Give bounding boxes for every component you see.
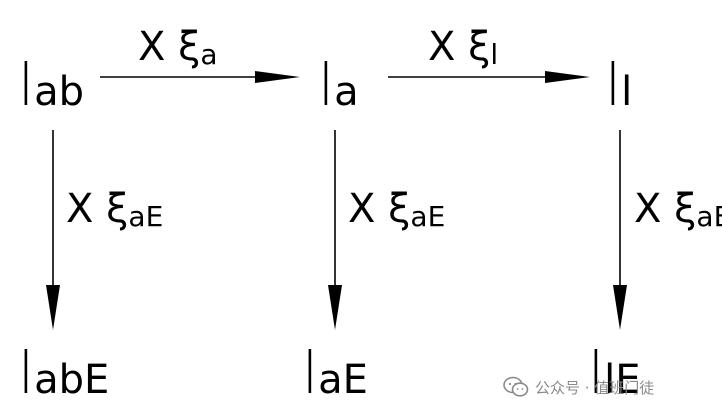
node-la-sub: a xyxy=(334,69,359,115)
operator-v3: X ξaE xyxy=(634,186,722,233)
node-lab: lab xyxy=(18,51,84,119)
node-labE-sub: abE xyxy=(34,357,109,403)
node-lab-main: l xyxy=(18,51,34,119)
node-llE-sub: lE xyxy=(604,357,640,403)
operator-v3-sub: aE xyxy=(696,200,722,233)
node-laE: laE xyxy=(302,339,368,407)
node-ll: ll xyxy=(605,51,632,119)
node-laE-sub: aE xyxy=(318,357,368,403)
wechat-icon xyxy=(503,376,529,397)
operator-h1: X ξa xyxy=(138,24,218,71)
operator-v2-sub: aE xyxy=(410,200,445,233)
operator-h2: X ξl xyxy=(428,24,498,71)
arrow-la-to-laE xyxy=(328,130,342,330)
operator-v1-symbol: X ξ xyxy=(66,186,128,232)
operator-h2-symbol: X ξ xyxy=(428,24,490,70)
operator-h2-sub: l xyxy=(490,38,498,71)
node-lab-sub: ab xyxy=(34,69,84,115)
operator-v1-sub: aE xyxy=(128,200,163,233)
node-ll-sub: l xyxy=(621,69,632,115)
operator-v2: X ξaE xyxy=(348,186,445,233)
node-labE-main: l xyxy=(18,339,34,407)
arrow-la-to-ll xyxy=(388,71,590,83)
arrow-lab-to-labE xyxy=(46,130,60,330)
arrow-ll-to-llE xyxy=(613,130,627,330)
watermark-text: 公众号 · 值班门徒 xyxy=(535,378,655,397)
operator-h1-symbol: X ξ xyxy=(138,24,200,70)
watermark: 公众号 · 值班门徒 xyxy=(503,372,654,402)
node-laE-main: l xyxy=(302,339,318,407)
node-ll-main: l xyxy=(605,51,621,119)
node-labE: labE xyxy=(18,339,109,407)
node-la-main: l xyxy=(318,51,334,119)
node-llE-main: l xyxy=(588,339,604,407)
operator-h1-sub: a xyxy=(200,38,217,71)
operator-v1: X ξaE xyxy=(66,186,163,233)
node-la: la xyxy=(318,51,359,119)
operator-v2-symbol: X ξ xyxy=(348,186,410,232)
arrow-lab-to-la xyxy=(100,71,300,83)
operator-v3-symbol: X ξ xyxy=(634,186,696,232)
node-llE: llE xyxy=(588,339,641,407)
